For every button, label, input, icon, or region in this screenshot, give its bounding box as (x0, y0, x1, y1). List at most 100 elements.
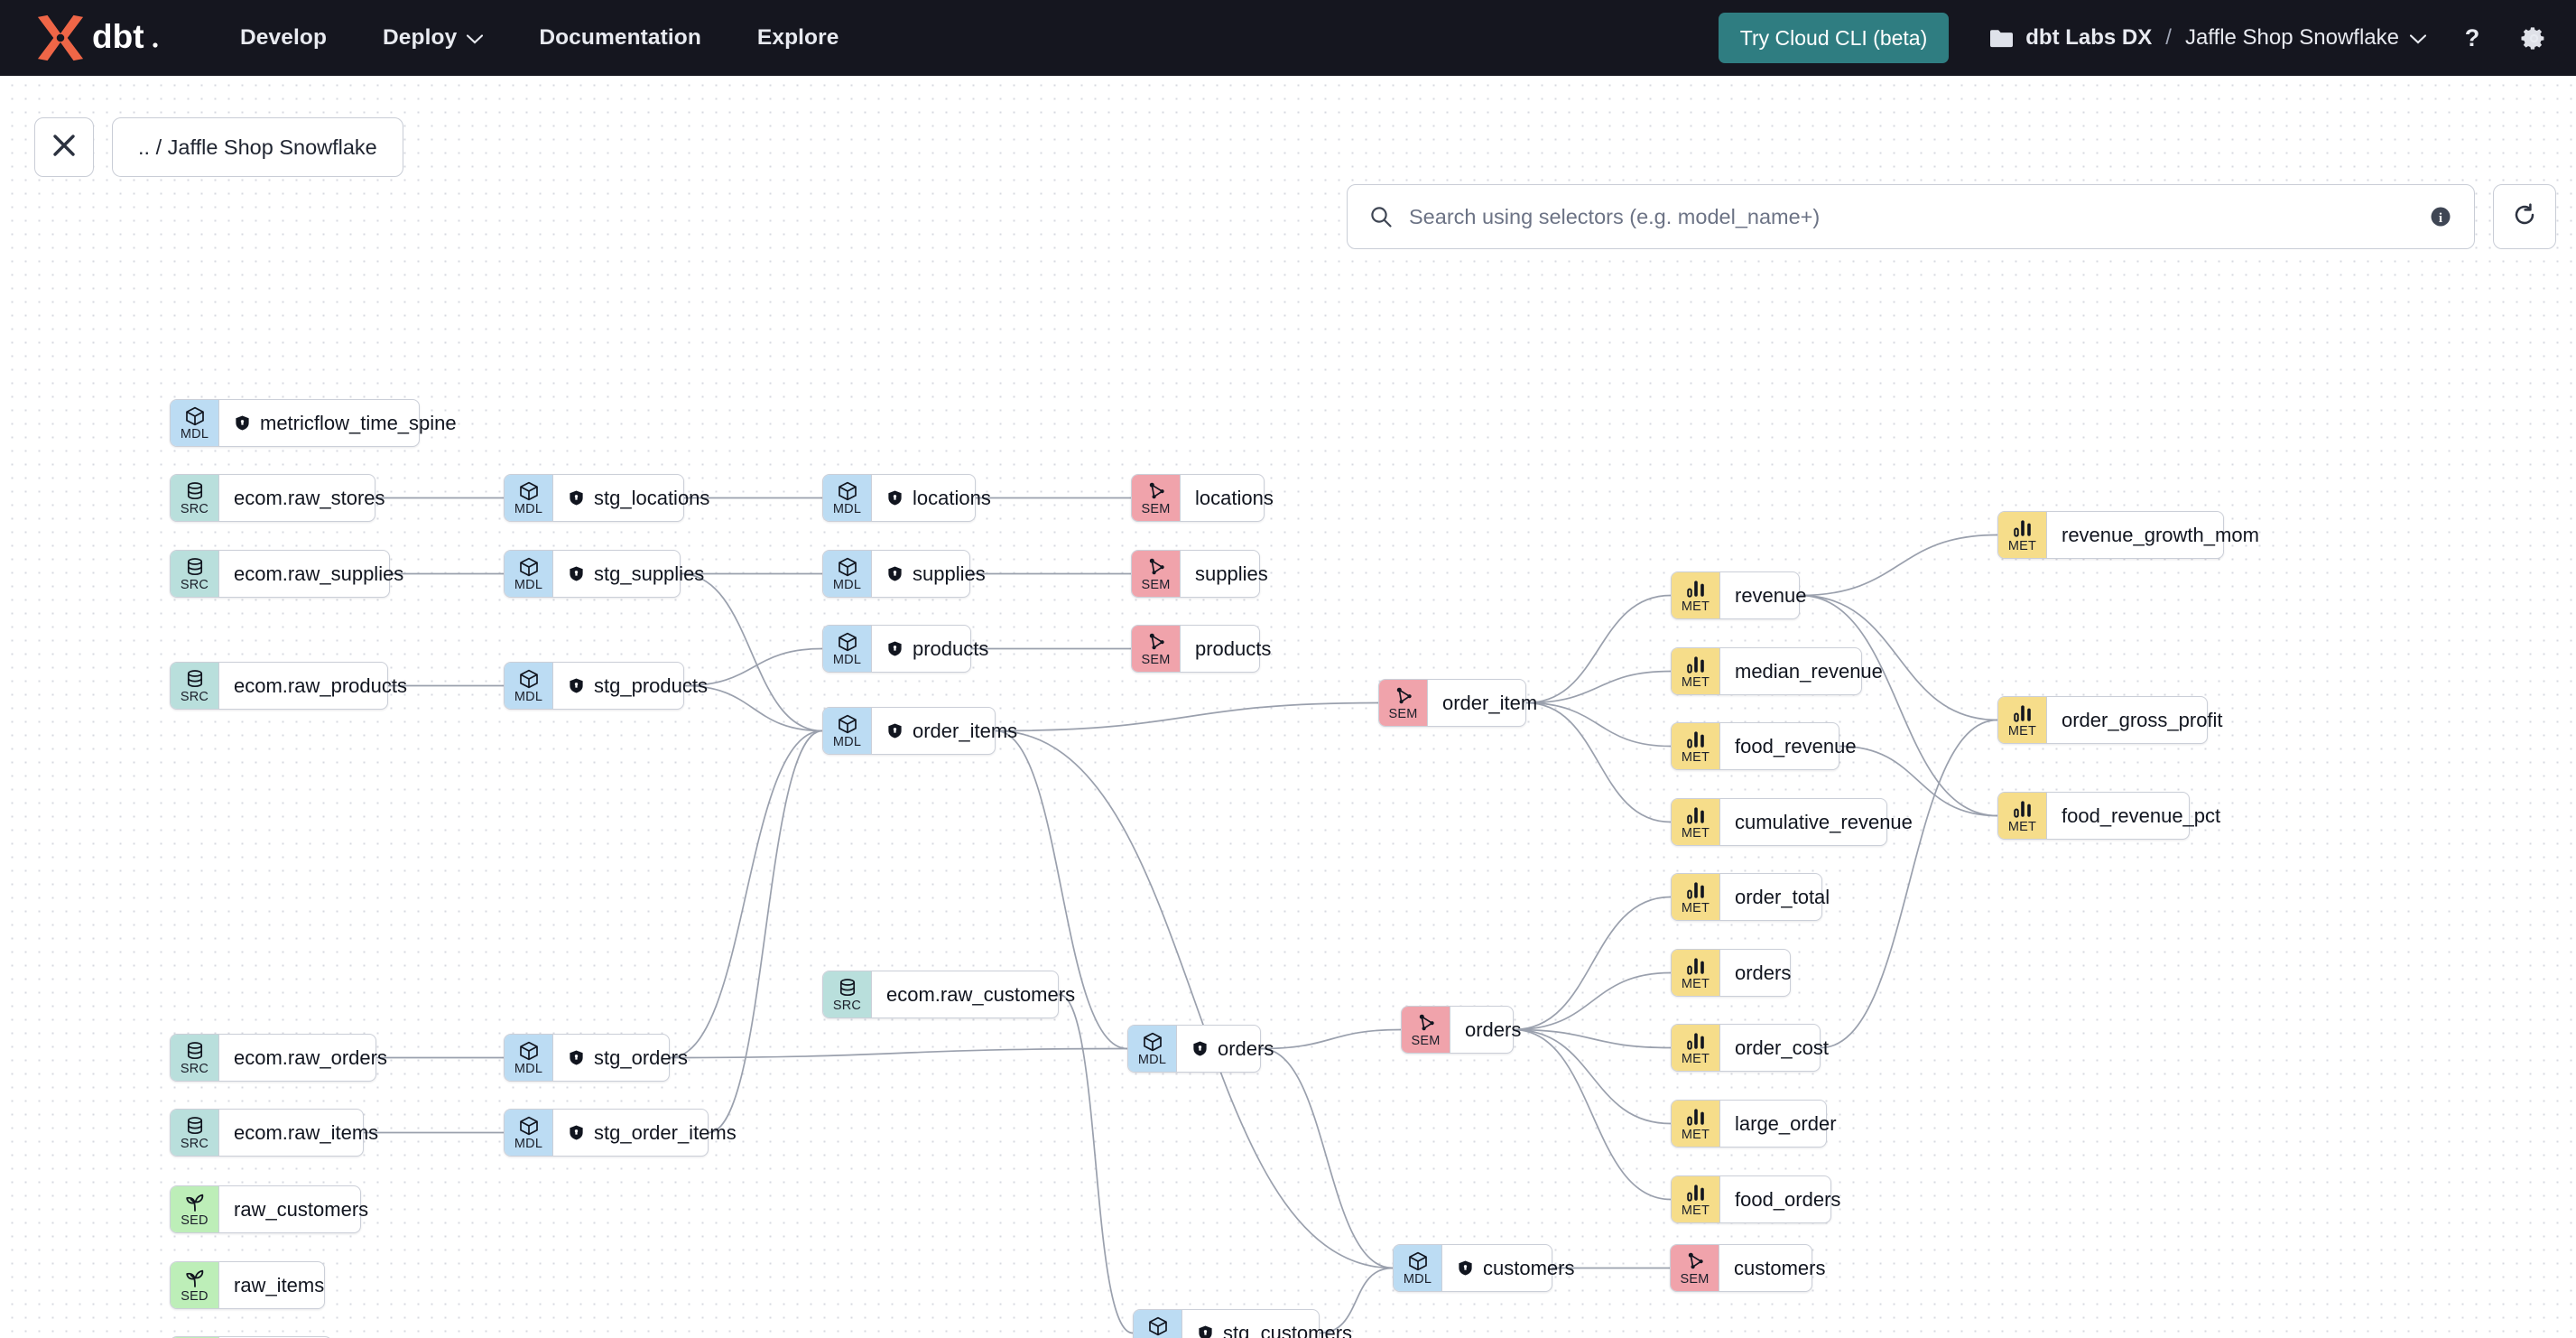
folder-icon (1989, 28, 2014, 48)
node-type-label: MET (1681, 1128, 1710, 1142)
node-body: stg_orders (552, 1035, 704, 1081)
lineage-edge-sem_order_item-to-met_food_revenue (1525, 702, 1672, 748)
bar-icon (1685, 804, 1707, 826)
search-input[interactable] (1407, 203, 2429, 230)
node-type-label: MDL (514, 690, 543, 704)
node-label: ecom.raw_stores (234, 486, 385, 509)
node-body: products (871, 626, 1005, 672)
node-type-label: MDL (514, 578, 543, 592)
node-label: raw_items (234, 1273, 325, 1296)
shield-lock-icon (568, 565, 585, 582)
top-navigation-bar: dbt Develop Deploy Documentation Explore… (0, 0, 2576, 76)
lineage-node-met_food_orders[interactable]: MET food_orders (1671, 1175, 1840, 1223)
refresh-button[interactable] (2493, 184, 2556, 249)
node-label: revenue (1735, 583, 1807, 607)
nav-item-explore[interactable]: Explore (757, 25, 839, 51)
node-body: stg_supplies (552, 551, 720, 597)
db-icon (184, 556, 206, 578)
node-type-label: SRC (180, 1137, 209, 1151)
search-icon (1369, 205, 1393, 228)
bar-icon (2012, 798, 2034, 820)
breadcrumb-account[interactable]: dbt Labs DX (2025, 25, 2153, 50)
node-type-label: MET (1681, 1203, 1710, 1218)
nav-item-documentation[interactable]: Documentation (539, 25, 701, 51)
breadcrumb-project[interactable]: Jaffle Shop Snowflake (2184, 25, 2399, 50)
breadcrumb[interactable]: dbt Labs DX / Jaffle Shop Snowflake (1989, 25, 2427, 51)
dbt-logo[interactable]: dbt (32, 0, 170, 76)
gear-icon[interactable] (2518, 23, 2549, 53)
node-body: food_revenue (1719, 723, 1873, 769)
mdl-type-badge: MDL (823, 551, 871, 597)
bar-icon (2012, 517, 2034, 539)
mdl-type-badge: MDL (171, 400, 218, 446)
breadcrumb-path-pill[interactable]: .. / Jaffle Shop Snowflake (112, 117, 403, 177)
info-icon[interactable]: i (2429, 205, 2452, 228)
node-body: order_item (1427, 680, 1553, 726)
src-type-badge: SRC (171, 1110, 218, 1156)
node-label: locations (913, 486, 991, 509)
close-button[interactable] (34, 117, 94, 177)
node-type-label: SEM (1411, 1034, 1441, 1048)
try-cloud-cli-button[interactable]: Try Cloud CLI (beta) (1718, 13, 1950, 63)
chevron-down-icon[interactable] (2409, 25, 2427, 51)
help-icon[interactable]: ? (2457, 23, 2488, 53)
search-bar[interactable]: i (1347, 184, 2475, 249)
net-icon (1145, 556, 1167, 578)
nav-item-deploy[interactable]: Deploy (383, 25, 484, 51)
node-label: food_orders (1735, 1187, 1841, 1211)
db-icon (184, 668, 206, 690)
nav-item-develop[interactable]: Develop (240, 25, 327, 51)
bar-icon (2012, 702, 2034, 724)
node-type-label: SRC (180, 690, 209, 704)
node-label: ecom.raw_customers (886, 982, 1076, 1006)
nav-label-documentation: Documentation (539, 25, 701, 50)
db-icon (184, 1040, 206, 1062)
node-label: ecom.raw_supplies (234, 562, 404, 585)
lineage-edge-sem_orders-to-met_orders (1513, 971, 1672, 1031)
met-type-badge: MET (1672, 1101, 1719, 1147)
node-body: stg_products (552, 663, 724, 709)
node-type-label: MDL (832, 578, 862, 592)
refresh-icon (2512, 202, 2537, 232)
node-label: orders (1735, 961, 1792, 984)
